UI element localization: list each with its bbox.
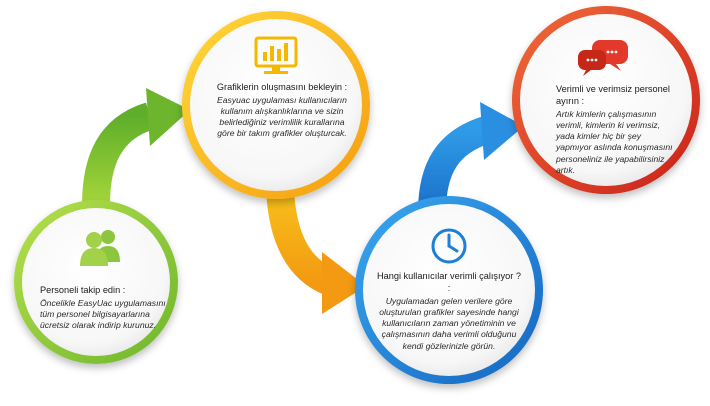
- step-4-title: Verimli ve verimsiz personel ayırın :: [556, 84, 670, 106]
- chart-monitor-icon: [254, 36, 298, 74]
- step-1-text: Personeli takip edin : Öncelikle EasyUac…: [40, 285, 170, 331]
- arrow-step2-to-step3: [266, 187, 366, 314]
- step-1-description: Öncelikle EasyUac uygulamasını tüm perso…: [40, 297, 166, 331]
- clock-icon: [431, 228, 467, 264]
- arrow-step1-to-step2: [82, 88, 190, 206]
- step-1-title: Personeli takip edin :: [40, 285, 126, 295]
- users-icon: [80, 230, 120, 266]
- step-4-circle: [512, 6, 700, 194]
- step-4-text: Verimli ve verimsiz personel ayırın : Ar…: [556, 84, 678, 176]
- step-1-circle: [14, 200, 178, 364]
- step-2-title: Grafiklerin oluşmasını bekleyin :: [216, 82, 348, 92]
- step-2-text: Grafiklerin oluşmasını bekleyin : Easyua…: [212, 82, 352, 140]
- step-3-description: Uygulamadan gelen verilere göre oluşturu…: [379, 295, 519, 351]
- arrow-step3-to-step4: [418, 102, 524, 213]
- chat-bubbles-icon: [578, 40, 628, 76]
- step-3-title: Hangi kullanıcılar verimli çalışıyor ? :: [377, 271, 521, 293]
- step-2-description: Easyuac uygulaması kullanıcıların kullan…: [217, 94, 347, 139]
- step-3-circle: [355, 196, 543, 384]
- step-2-circle: [182, 11, 370, 199]
- step-4-description: Artık kimlerin çalışmasının verimli, kim…: [556, 108, 673, 175]
- step-3-text: Hangi kullanıcılar verimli çalışıyor ? :…: [376, 271, 522, 352]
